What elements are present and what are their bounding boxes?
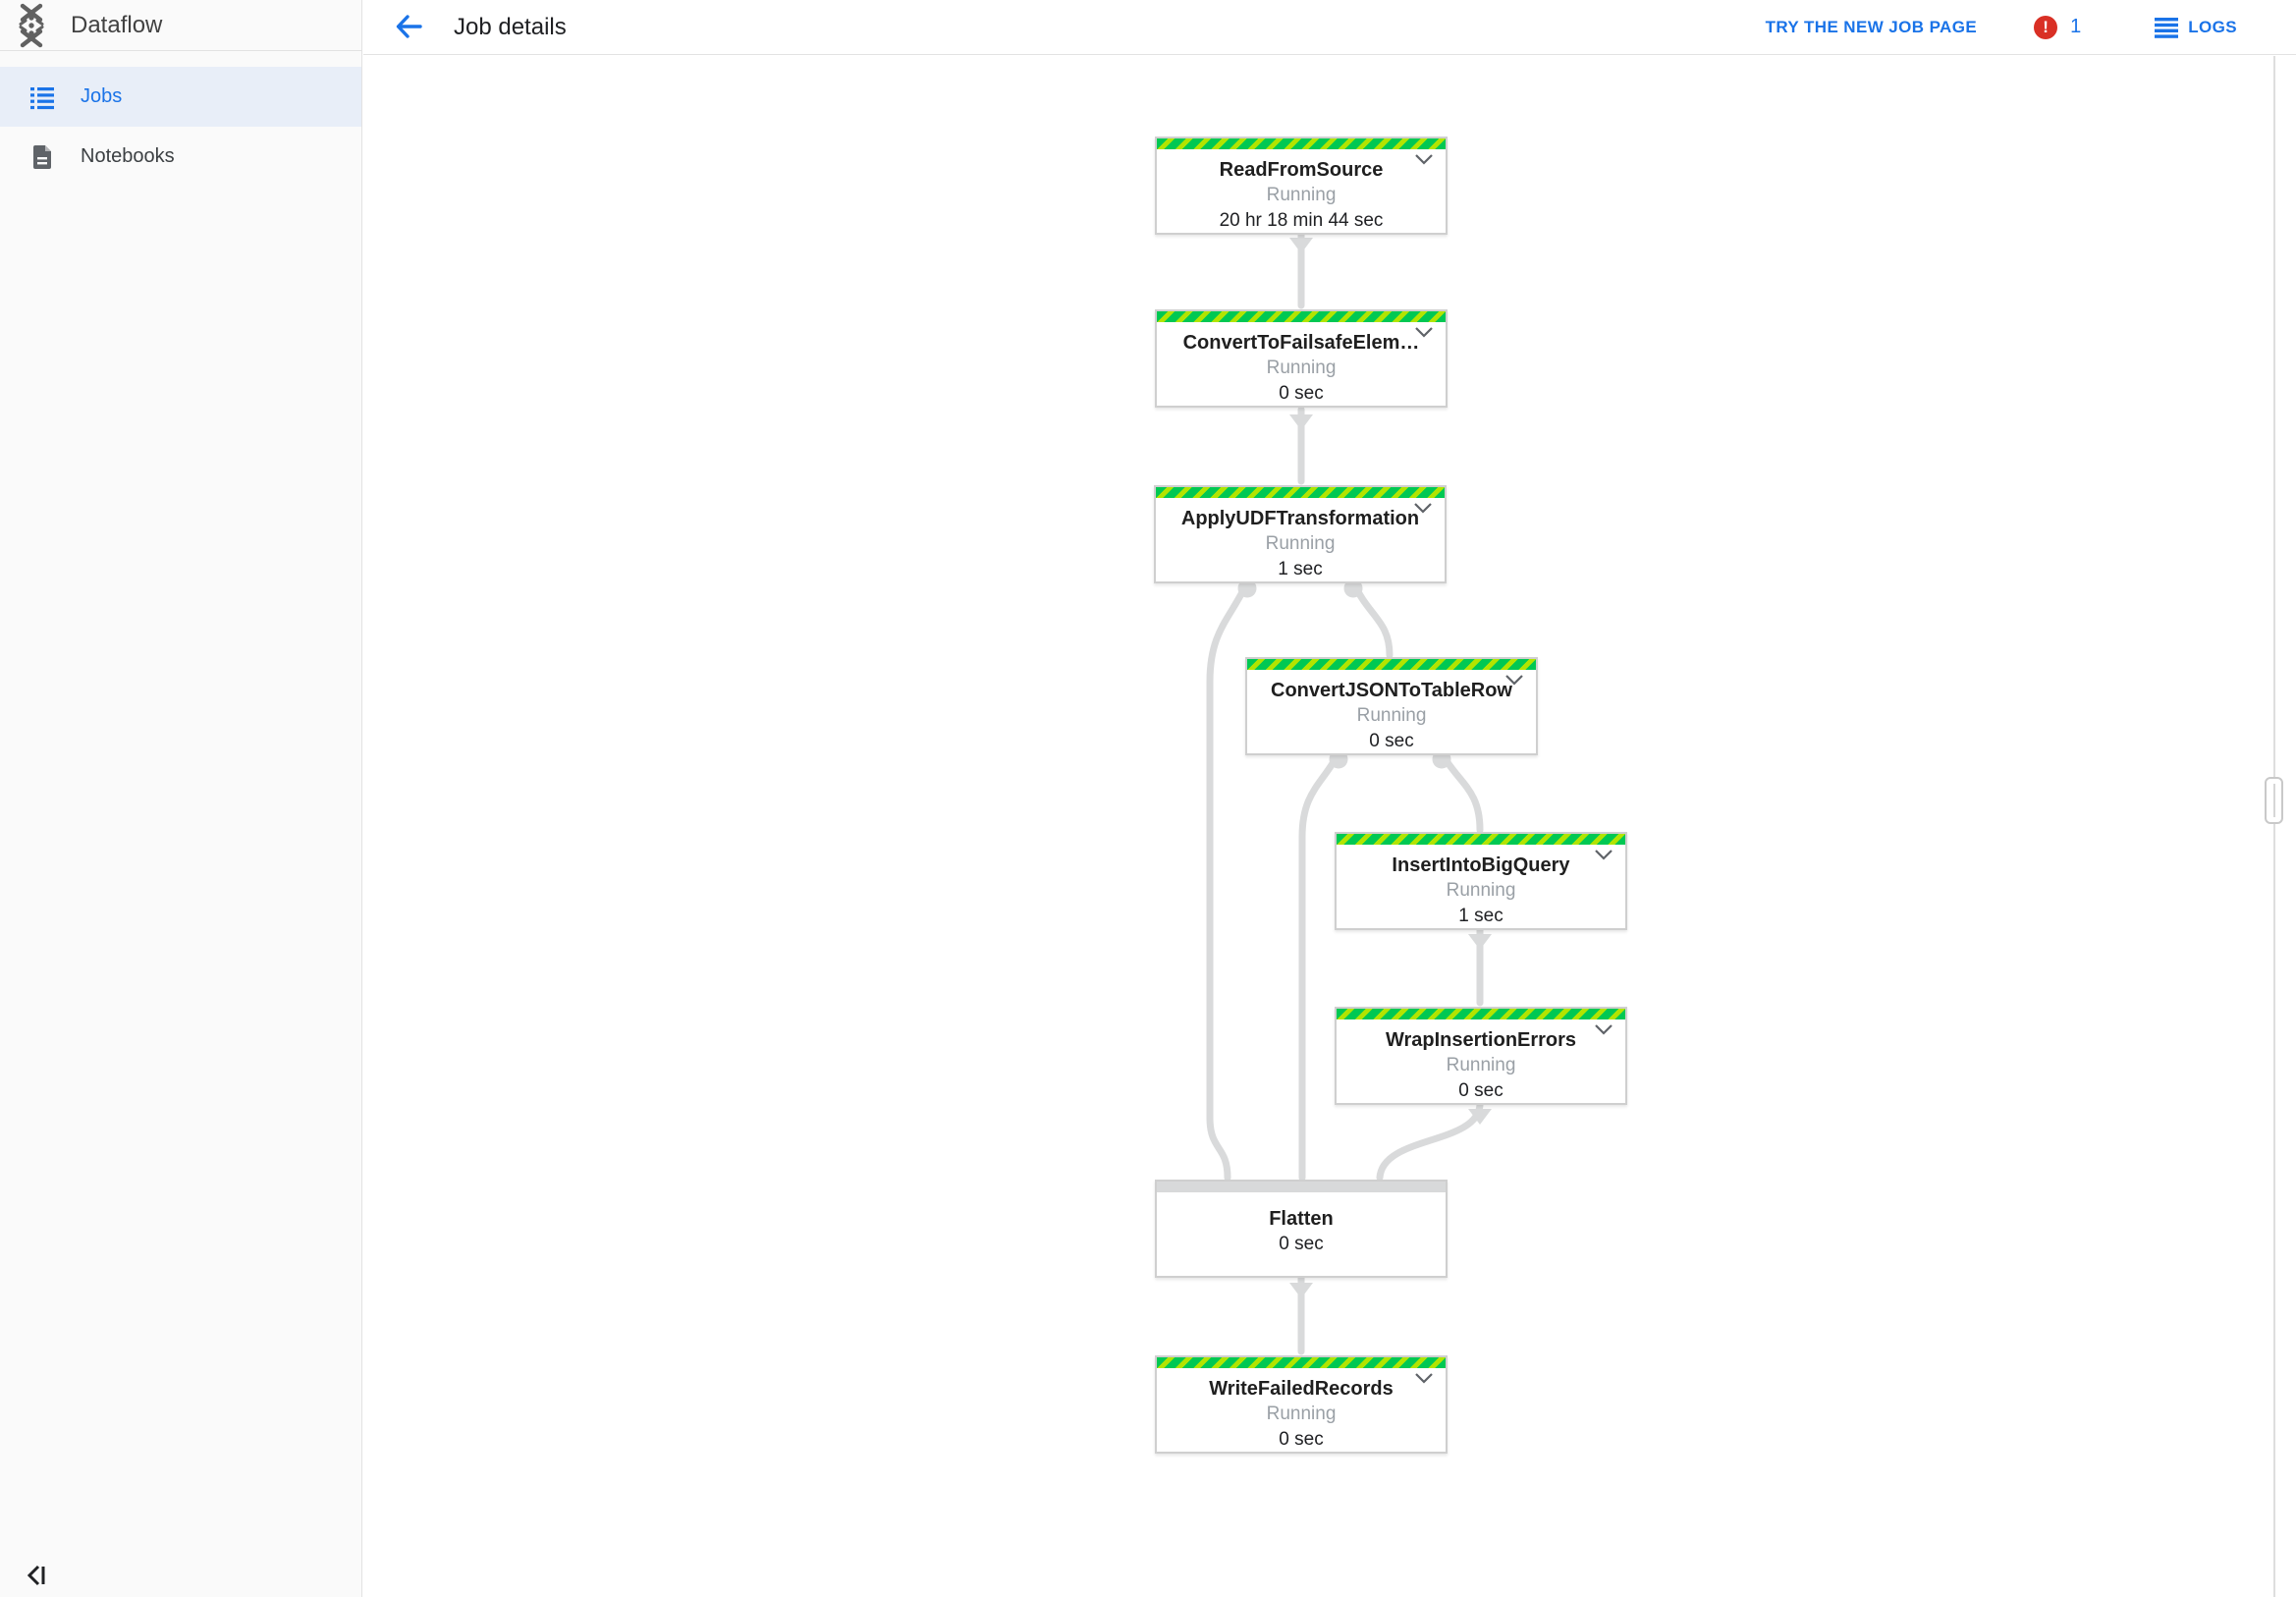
panel-divider [2273,56,2275,1597]
node-duration: 1 sec [1278,559,1323,579]
node-status: Running [1266,185,1337,205]
edge-json-to-flatten [1298,749,1342,1182]
node-status: Running [1265,533,1336,554]
node-WriteFailedRecords[interactable]: WriteFailedRecords Running 0 sec [1155,1355,1448,1454]
chevron-down-icon[interactable] [1414,153,1434,165]
chevron-down-icon[interactable] [1594,849,1613,860]
node-ApplyUDFTransformation[interactable]: ApplyUDFTransformation Running 1 sec [1154,485,1447,583]
sidebar-item-label: Notebooks [81,145,175,167]
node-duration: 20 hr 18 min 44 sec [1219,210,1384,231]
node-ReadFromSource[interactable]: ReadFromSource Running 20 hr 18 min 44 s… [1155,137,1448,235]
node-title: WriteFailedRecords [1209,1378,1394,1400]
collapse-sidebar-button[interactable] [24,1562,53,1591]
back-arrow-icon [396,14,422,38]
node-title: ConvertJSONToTableRow [1271,680,1512,701]
plain-stripe [1157,1182,1446,1192]
header-actions: TRY THE NEW JOB PAGE ! 1 LOGS [1765,15,2296,39]
node-duration: 0 sec [1458,1080,1503,1101]
node-duration: 0 sec [1279,1234,1324,1254]
node-duration: 0 sec [1279,1429,1324,1450]
sidebar-item-label: Jobs [81,85,123,107]
node-status: Running [1266,358,1337,378]
error-count: 1 [2070,16,2082,37]
running-stripe [1337,834,1625,845]
sidebar-nav: Jobs Notebooks [0,51,361,187]
page-title: Job details [454,13,567,40]
node-title: ReadFromSource [1219,159,1384,181]
logs-label: LOGS [2188,17,2237,36]
edge-wrap-to-flatten [1376,1101,1484,1182]
chevron-down-icon[interactable] [1594,1023,1613,1035]
logs-button[interactable]: LOGS [2154,17,2237,38]
running-stripe [1157,1357,1446,1368]
chevron-down-icon[interactable] [1413,502,1433,514]
product-name: Dataflow [71,11,163,38]
edge-arrowhead [1289,238,1313,253]
node-status: Running [1266,1404,1337,1424]
chevron-down-icon[interactable] [1504,674,1524,686]
node-ConvertJSONToTableRow[interactable]: ConvertJSONToTableRow Running 0 sec [1245,657,1538,755]
node-title: ApplyUDFTransformation [1180,508,1420,529]
chevron-down-icon[interactable] [1414,1372,1434,1384]
error-indicator[interactable]: ! 1 [2034,15,2082,39]
dataflow-logo-icon [19,3,44,47]
node-duration: 1 sec [1458,906,1503,926]
sidebar-header: Dataflow [0,0,361,51]
try-new-job-page-link[interactable]: TRY THE NEW JOB PAGE [1765,17,1978,36]
edge-udf-to-json [1349,578,1394,659]
running-stripe [1247,659,1536,670]
node-title: ConvertToFailsafeElem… [1182,332,1420,354]
sidebar-item-jobs[interactable]: Jobs [0,67,361,127]
node-status: Running [1446,1055,1516,1075]
node-status: Running [1356,705,1427,726]
edge-json-to-bigquery [1438,749,1484,834]
error-badge-icon: ! [2034,15,2058,39]
running-stripe [1337,1009,1625,1019]
chevron-down-icon[interactable] [1414,326,1434,338]
main-header: Job details TRY THE NEW JOB PAGE ! 1 LOG… [363,0,2296,55]
node-title: WrapInsertionErrors [1385,1029,1577,1051]
running-stripe [1156,487,1445,498]
edge-udf-to-flatten [1206,578,1251,1182]
node-duration: 0 sec [1279,383,1324,404]
sidebar: Dataflow Jobs [0,0,362,1597]
logs-icon [2155,17,2179,38]
edge-arrowhead [1468,1109,1492,1125]
node-title: Flatten [1269,1208,1334,1230]
node-status: Running [1446,880,1516,901]
node-duration: 0 sec [1369,731,1414,751]
node-Flatten[interactable]: Flatten 0 sec [1155,1180,1448,1278]
back-button[interactable] [391,10,426,45]
scrollbar-thumb[interactable] [2265,777,2283,824]
jobs-list-icon [30,86,54,109]
collapse-sidebar-icon [27,1565,45,1586]
notebooks-doc-icon [33,144,51,169]
running-stripe [1157,311,1446,322]
running-stripe [1157,138,1446,149]
edge-arrowhead [1468,934,1492,950]
node-ConvertToFailsafeElem[interactable]: ConvertToFailsafeElem… Running 0 sec [1155,309,1448,408]
sidebar-item-notebooks[interactable]: Notebooks [0,127,361,187]
edge-arrowhead [1289,414,1313,430]
node-title: InsertIntoBigQuery [1392,854,1570,876]
node-InsertIntoBigQuery[interactable]: InsertIntoBigQuery Running 1 sec [1335,832,1627,930]
node-WrapInsertionErrors[interactable]: WrapInsertionErrors Running 0 sec [1335,1007,1627,1105]
edge-arrowhead [1289,1283,1313,1298]
